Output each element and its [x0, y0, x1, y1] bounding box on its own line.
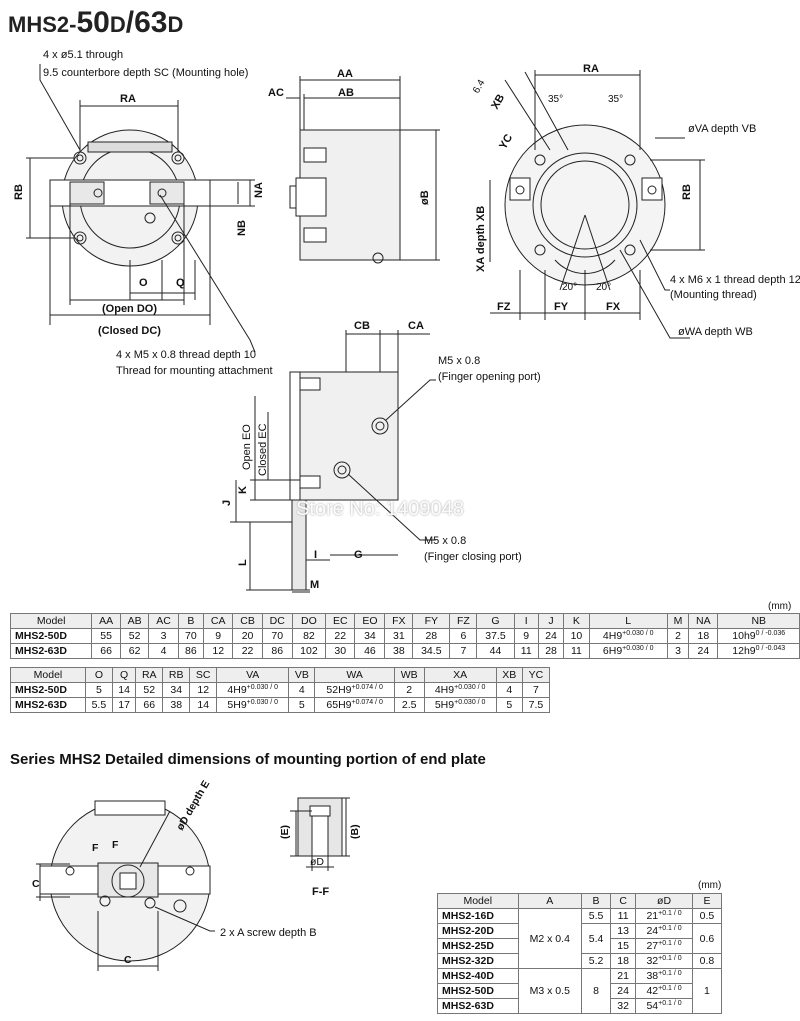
label-rb-right: RB	[681, 184, 693, 200]
label-i: I	[314, 549, 317, 561]
label-counterbore: 9.5 counterbore depth SC (Mounting hole)	[43, 67, 248, 79]
label-f2: F	[112, 839, 119, 851]
label-ra-right: RA	[583, 63, 599, 75]
label-g: G	[354, 549, 363, 561]
label-xb: XB	[489, 92, 507, 111]
label-f1: F	[92, 842, 99, 854]
label-finger-close: (Finger closing port)	[424, 551, 522, 563]
label-closed-ec: Closed EC	[257, 423, 269, 476]
label-rb: RB	[13, 184, 25, 200]
middle-side-view	[286, 76, 440, 264]
label-ab: AB	[338, 87, 354, 99]
label-b: øB	[419, 190, 431, 205]
label-l: L	[237, 559, 249, 566]
label-na: NA	[253, 182, 265, 198]
label-35b: 35°	[608, 94, 623, 105]
label-ac: AC	[268, 87, 284, 99]
table-row: MHS2-32D 5.2 18 32+0.1 / 0 0.8	[437, 953, 723, 969]
label-cb: CB	[354, 320, 370, 332]
label-35a: 35°	[548, 94, 563, 105]
label-mount-thread: (Mounting thread)	[670, 289, 757, 301]
table-row: MHS2-16D M2 x 0.4 5.5 11 21+0.1 / 0 0.5	[437, 908, 723, 969]
section-title: Series MHS2 Detailed dimensions of mount…	[10, 751, 486, 768]
label-m6: 4 x M6 x 1 thread depth 12	[670, 274, 800, 286]
label-ra: RA	[120, 93, 136, 105]
label-open-do: (Open DO)	[102, 303, 157, 315]
label-d-depth-e: øD depth E	[174, 779, 212, 833]
label-d: øD	[310, 856, 324, 868]
label-b: (B)	[349, 824, 361, 839]
label-screw: 2 x A screw depth B	[220, 927, 317, 939]
page-title: MHS2-50D/63D	[8, 6, 184, 39]
end-plate-drawing: øD depth E F F C C 2 x A screw depth B (…	[32, 779, 361, 971]
label-ff: F-F	[312, 886, 329, 898]
label-c2: C	[124, 954, 132, 966]
label-finger-open: (Finger opening port)	[438, 371, 541, 383]
label-fy: FY	[554, 301, 569, 313]
label-c1: C	[32, 878, 40, 890]
label-wa: øWA depth WB	[678, 326, 753, 338]
table3-unit: (mm)	[698, 880, 722, 891]
label-nb: NB	[236, 220, 248, 236]
label-va: øVA depth VB	[688, 123, 756, 135]
right-end-view	[489, 70, 705, 339]
label-20b: 20°	[596, 282, 611, 293]
label-j: J	[221, 500, 233, 506]
label-thread-attach: Thread for mounting attachment	[116, 365, 273, 377]
table-row: MHS2-50D 24 42+0.1 / 0	[437, 983, 722, 999]
label-ca: CA	[408, 320, 424, 332]
label-thread-m5: 4 x M5 x 0.8 thread depth 10	[116, 349, 256, 361]
label-q: Q	[176, 277, 185, 289]
label-6-4: 6.4	[471, 78, 488, 96]
table-row: MHS2-63D 32 54+0.1 / 0	[437, 998, 722, 1014]
label-hole-through: 4 x ø5.1 through	[43, 49, 123, 61]
bottom-side-view	[230, 330, 436, 593]
label-e: (E)	[279, 825, 291, 839]
watermark-text: Store No: 1409048	[296, 498, 464, 520]
label-fz: FZ	[497, 301, 511, 313]
label-yc: YC	[497, 132, 515, 151]
table-row: MHS2-40D M3 x 0.5 8 21 38+0.1 / 0 1	[437, 968, 723, 1014]
main-drawing: 4 x ø5.1 through 9.5 counterbore depth S…	[13, 49, 800, 593]
label-o: O	[139, 277, 148, 289]
label-m5b: M5 x 0.8	[424, 535, 466, 547]
label-aa: AA	[337, 68, 353, 80]
label-20a: 20°	[562, 282, 577, 293]
left-end-view	[26, 64, 256, 353]
table1-unit: (mm)	[768, 601, 792, 612]
label-xa-depth-xb: XA depth XB	[475, 206, 487, 272]
label-k: K	[237, 486, 249, 494]
label-open-eo: Open EO	[241, 424, 253, 470]
label-m5a: M5 x 0.8	[438, 355, 480, 367]
label-closed-dc: (Closed DC)	[98, 325, 161, 337]
label-m: M	[310, 579, 319, 591]
label-fx: FX	[606, 301, 621, 313]
